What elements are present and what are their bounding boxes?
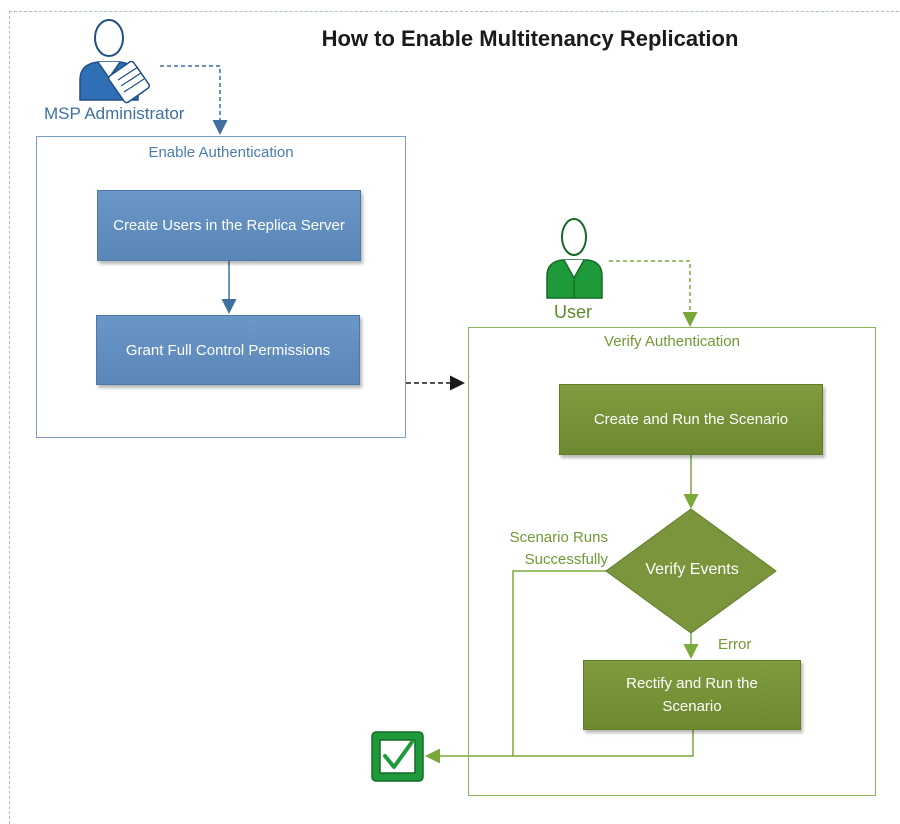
- error-annotation: Error: [718, 636, 752, 653]
- success-path: [512, 570, 609, 756]
- msp-administrator-label: MSP Administrator: [44, 104, 185, 123]
- user-connector: [609, 260, 698, 327]
- create-users-step: Create Users in the Replica Server: [97, 190, 361, 261]
- grant-permissions-step: Grant Full Control Permissions: [96, 315, 360, 385]
- rectify-to-done-arrow: [425, 730, 694, 764]
- create-run-scenario-step: Create and Run the Scenario: [559, 384, 823, 455]
- verify-events-diamond: [605, 508, 777, 634]
- verify-events-label: Verify Events: [645, 561, 739, 578]
- checkmark-icon: [371, 731, 424, 782]
- msp-connector: [160, 65, 228, 135]
- enable-authentication-title: Enable Authentication: [148, 144, 294, 161]
- administrator-clipboard-icon: [79, 19, 151, 104]
- enable-authentication-container: Enable Authentication: [36, 136, 406, 438]
- diagram-title: How to Enable Multitenancy Replication: [321, 26, 739, 51]
- verify-authentication-container: Verify Authentication: [468, 327, 876, 796]
- diagram-frame: [9, 11, 899, 824]
- rectify-run-scenario-step: Rectify and Run the Scenario: [583, 660, 801, 730]
- success-annotation-line2: Successfully: [524, 551, 608, 568]
- user-person-icon: [546, 218, 603, 299]
- success-annotation: Scenario Runs Successfully: [500, 527, 608, 571]
- user-label: User: [554, 302, 593, 322]
- success-annotation-line1: Scenario Runs: [509, 529, 608, 546]
- verify-authentication-title: Verify Authentication: [604, 333, 740, 350]
